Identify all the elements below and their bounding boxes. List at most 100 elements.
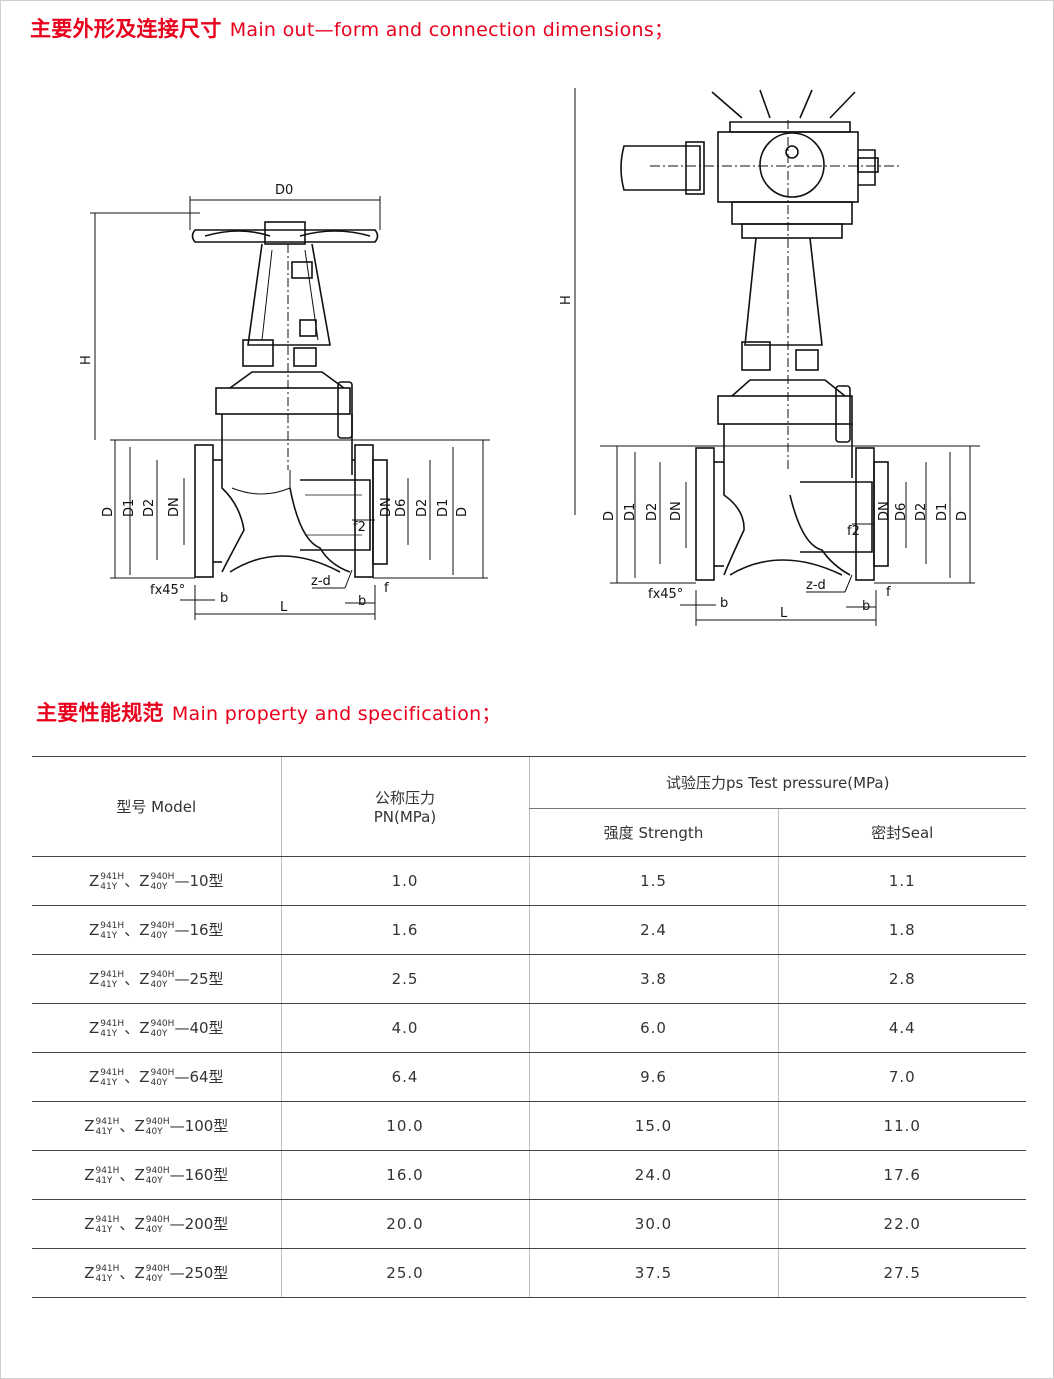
model-prefix: Z	[84, 1215, 95, 1234]
model-sup2: 940H	[150, 1018, 175, 1029]
label-l-r2: L	[780, 606, 788, 621]
handwheel-valve-dimensions	[90, 196, 490, 620]
seal-cell: 17.6	[777, 1150, 1026, 1200]
label-f: f	[384, 581, 389, 596]
model-prefix: Z	[88, 1068, 100, 1087]
model-prefix: Z	[88, 1019, 100, 1038]
label-d-right: D	[455, 507, 470, 517]
label-d1-r3: D1	[935, 503, 950, 521]
model-sup1: 941H	[95, 1165, 120, 1176]
label-d1-r2: D1	[623, 503, 638, 521]
model-sup2: 940H	[145, 1165, 170, 1176]
model-sup2: 940H	[145, 1116, 170, 1127]
label-d2: D2	[142, 499, 157, 517]
model-sub2: 40Y	[145, 1224, 163, 1235]
electric-valve-dimensions	[574, 88, 980, 626]
seal-cell: 27.5	[777, 1248, 1026, 1298]
model-prefix: Z	[84, 1117, 95, 1136]
electric-valve-labels: H D D1 D2 DN DN D6 D2 D1 D f2 z-d f fx45…	[559, 295, 970, 621]
model-prefix-2: Z	[139, 1019, 150, 1038]
label-h: H	[79, 355, 94, 365]
strength-cell: 24.0	[528, 1150, 778, 1200]
dimensions-title-en: Main out—form and connection dimensions；	[229, 19, 674, 41]
model-sep: 、	[124, 1019, 140, 1038]
pn-cell: 25.0	[280, 1248, 529, 1298]
label-d0: D0	[275, 183, 293, 198]
model-sub1: 41Y	[100, 1028, 118, 1039]
model-prefix: Z	[84, 1166, 95, 1185]
specification-table: 型号 Model 公称压力 PN(MPa) 试验压力ps Test pressu…	[32, 756, 1026, 1298]
model-sub2: 40Y	[145, 1273, 163, 1284]
model-sup1: 941H	[95, 1214, 120, 1225]
model-suffix: —100型	[169, 1117, 229, 1136]
header-model: 型号 Model	[32, 756, 281, 857]
seal-cell: 1.1	[777, 856, 1026, 906]
model-sub2: 40Y	[150, 1077, 168, 1088]
seal-cell: 1.8	[777, 905, 1026, 955]
label-d1-right: D1	[436, 499, 451, 517]
model-suffix: —250型	[169, 1264, 229, 1283]
model-sub2: 40Y	[145, 1175, 163, 1186]
model-sub1: 41Y	[95, 1224, 113, 1235]
label-zd-r2: z-d	[806, 578, 826, 593]
model-sub1: 41Y	[100, 1077, 118, 1088]
label-dn-r2: DN	[669, 501, 684, 521]
model-sup1: 941H	[100, 871, 125, 882]
label-d2-right: D2	[415, 499, 430, 517]
label-fx45: fx45°	[150, 583, 185, 598]
model-sup1: 941H	[100, 969, 125, 980]
label-f2: f2	[353, 520, 366, 535]
model-sup1: 941H	[100, 1067, 125, 1078]
label-b: b	[220, 591, 228, 606]
model-sup2: 940H	[150, 1067, 175, 1078]
seal-cell: 22.0	[777, 1199, 1026, 1249]
header-pn-line1: 公称压力	[374, 789, 435, 807]
model-suffix: —16型	[174, 921, 224, 940]
spec-title-en: Main property and specification；	[171, 703, 501, 725]
strength-cell: 1.5	[528, 856, 778, 906]
header-pn-line2: PN(MPa)	[373, 808, 437, 826]
model-sub2: 40Y	[150, 979, 168, 990]
label-dn-right: DN	[379, 497, 394, 517]
model-prefix: Z	[84, 1264, 95, 1283]
model-prefix: Z	[88, 872, 100, 891]
model-sub2: 40Y	[150, 930, 168, 941]
model-sup2: 940H	[150, 871, 175, 882]
label-d6: D6	[394, 499, 409, 517]
model-sep: 、	[119, 1166, 135, 1185]
model-sub2: 40Y	[150, 881, 168, 892]
label-f-r2: f	[886, 585, 891, 600]
model-sup2: 940H	[145, 1263, 170, 1274]
pn-cell: 16.0	[280, 1150, 529, 1200]
model-prefix-2: Z	[139, 921, 150, 940]
header-test-pressure: 试验压力ps Test pressure(MPa)	[528, 756, 1026, 809]
pn-cell: 10.0	[280, 1101, 529, 1151]
model-prefix-2: Z	[134, 1264, 145, 1283]
model-sup1: 941H	[100, 920, 125, 931]
model-suffix: —200型	[169, 1215, 229, 1234]
label-l: L	[280, 600, 288, 615]
strength-cell: 37.5	[528, 1248, 778, 1298]
label-b-right: b	[358, 594, 366, 609]
pn-cell: 20.0	[280, 1199, 529, 1249]
model-sup1: 941H	[95, 1116, 120, 1127]
model-sep: 、	[119, 1117, 135, 1136]
label-b-r3: b	[862, 599, 870, 614]
seal-cell: 4.4	[777, 1003, 1026, 1053]
label-dn: DN	[167, 497, 182, 517]
label-d-r2: D	[602, 511, 617, 521]
